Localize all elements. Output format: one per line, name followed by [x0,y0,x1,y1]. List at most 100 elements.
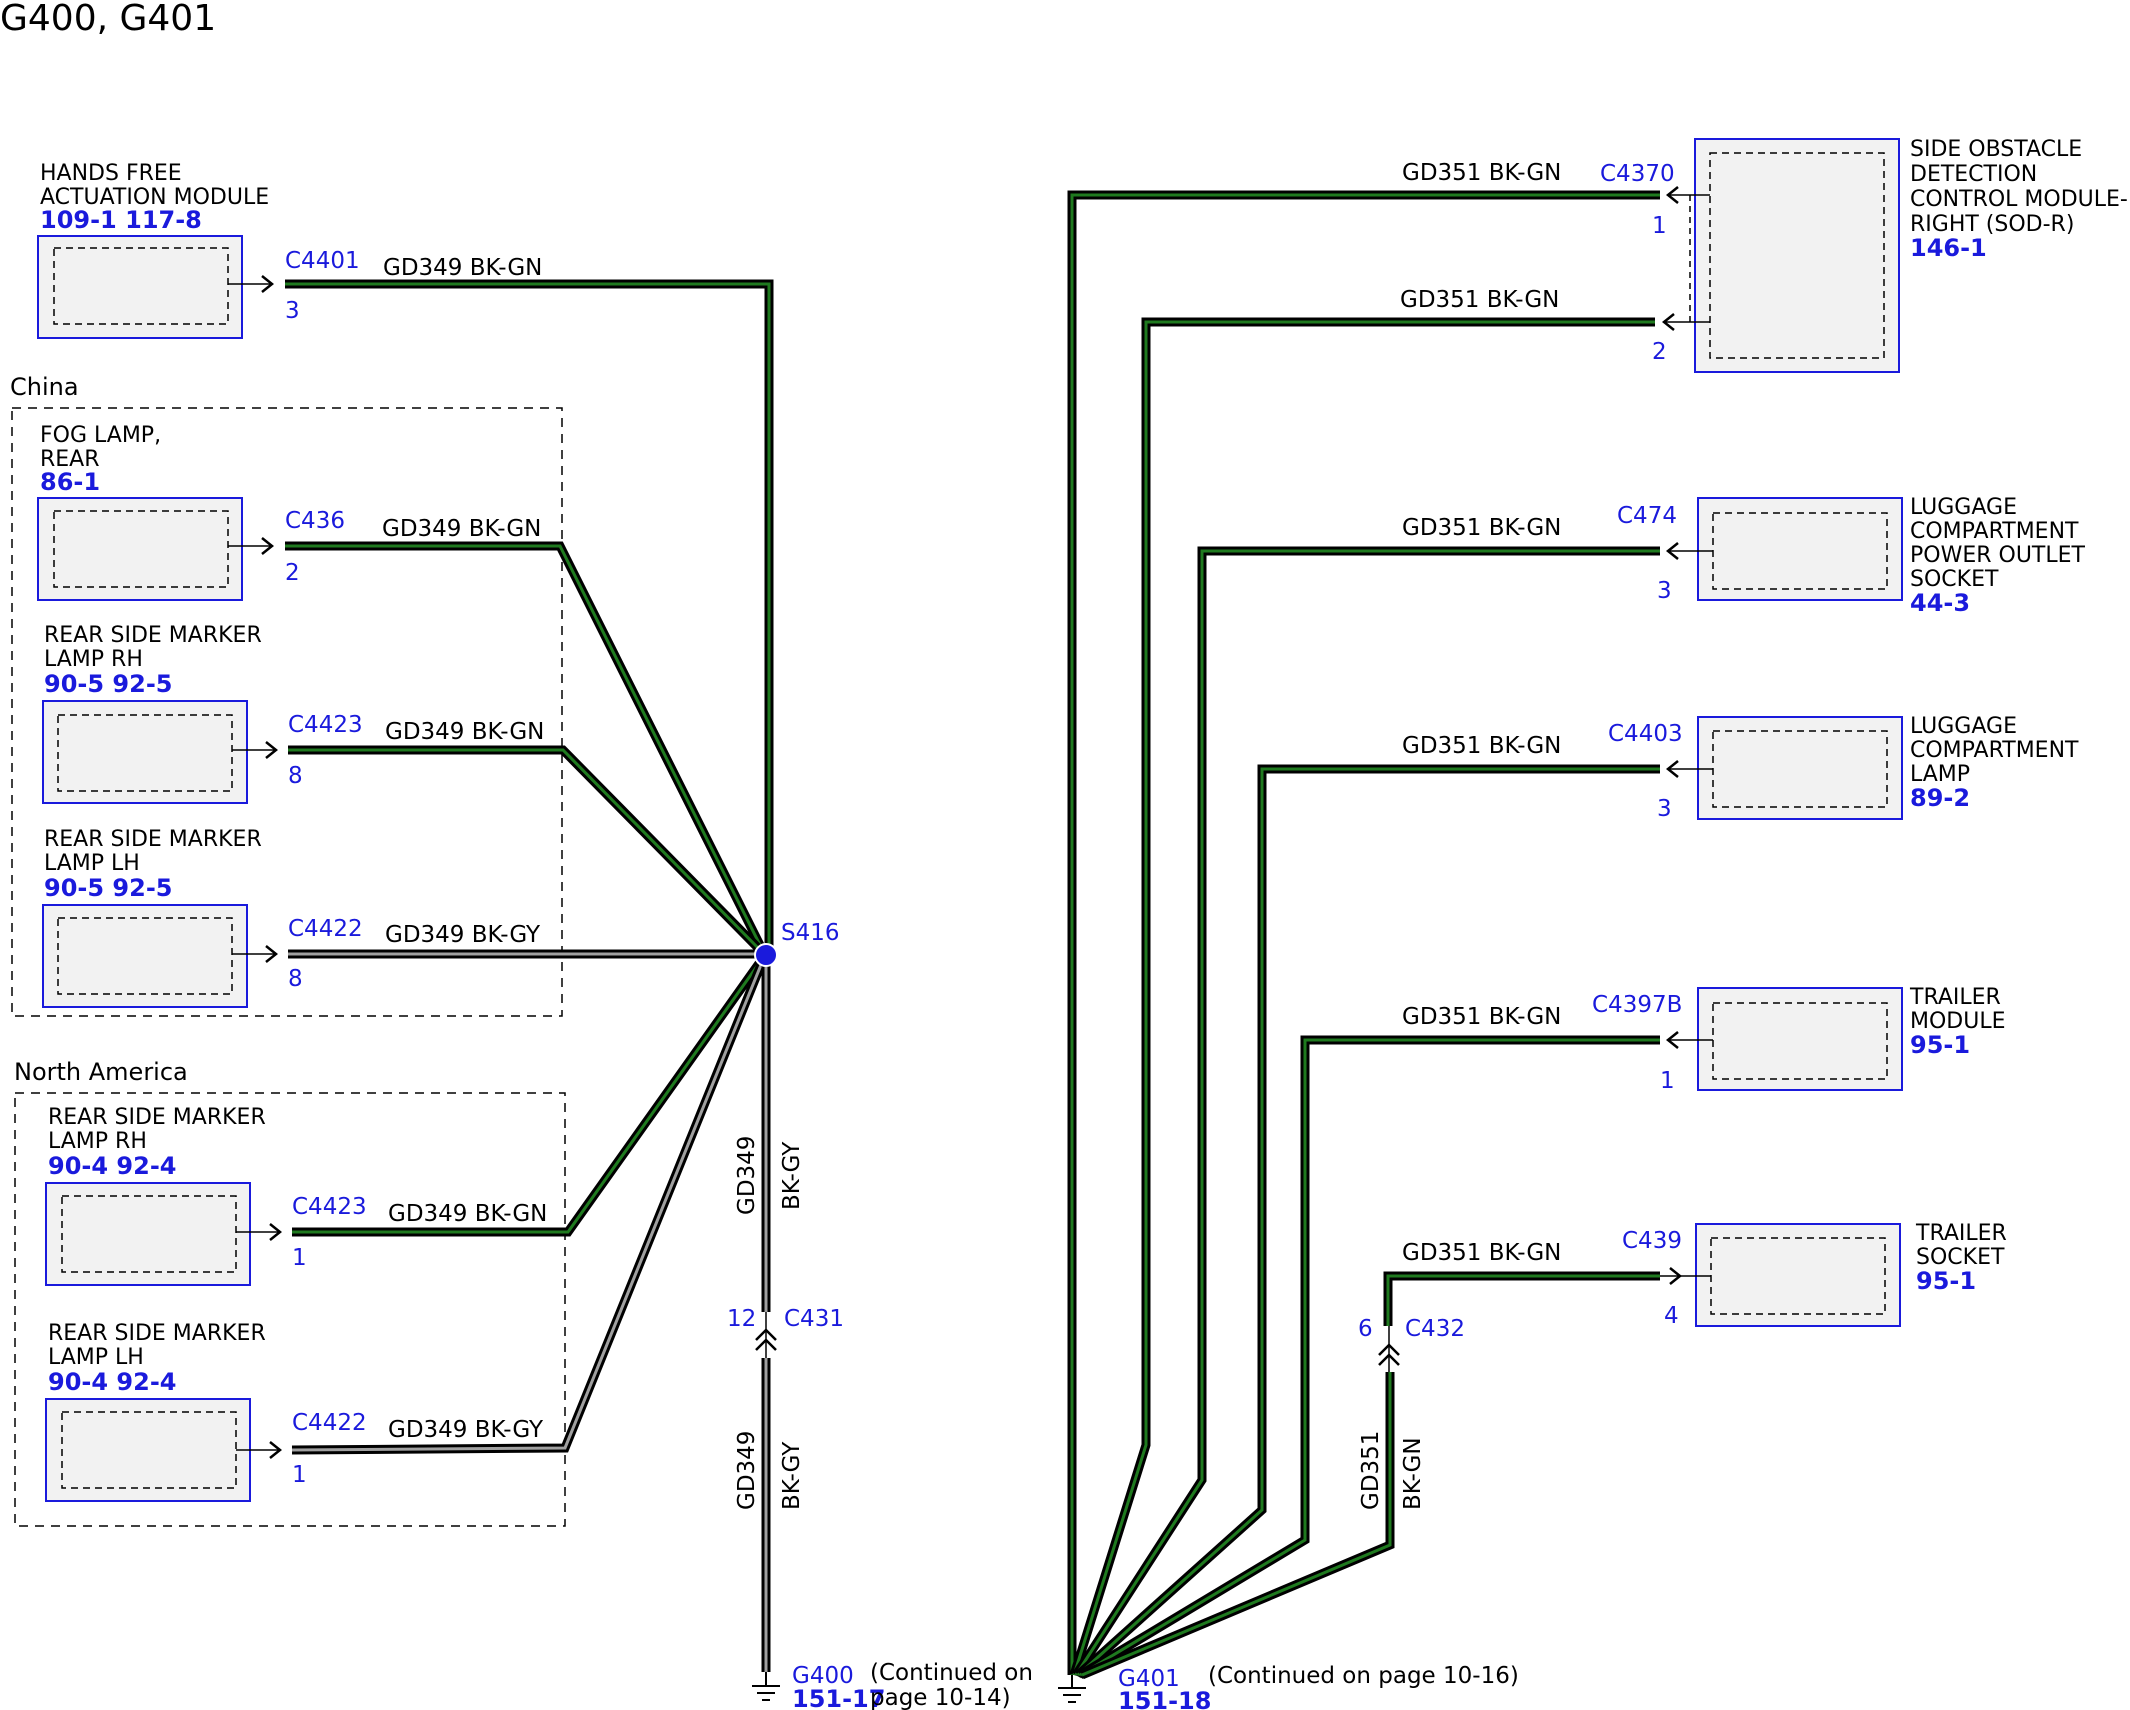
component-inner [53,247,229,325]
wire-code-upper: GD349 [734,1136,760,1215]
inline-connector-c431: 12 C431 GD349 BK-GY GD349 BK-GY [727,1136,844,1510]
terminal-arrow-icon [1661,313,1675,331]
connector-arrow-icon [755,1338,777,1351]
hands-free-actuation-module: HANDS FREE ACTUATION MODULE 109-1 117-8 … [37,161,542,339]
wire-code-lower: GD349 [734,1431,760,1510]
inline-connector-c432: 6 C432 GD351 BK-GN [1358,1316,1465,1510]
wire-color-lower: BK-GY [779,1441,805,1510]
component-inner [1712,1002,1888,1080]
wire-label: GD351 BK-GN [1402,1004,1561,1030]
pin-number: 3 [1657,796,1672,822]
pin-number: 8 [288,763,303,789]
page-ref: 109-1 117-8 [40,206,202,234]
pin-number: 1 [292,1462,307,1488]
ground-g400: G400 151-17 (Continued on page 10-14) [752,1660,1033,1710]
wire-label: GD349 BK-GN [385,719,544,745]
page-ref: 90-4 92-4 [48,1368,176,1396]
component-inner [1709,152,1885,359]
component-name: REAR SIDE MARKER [44,827,262,852]
component-box [45,1398,251,1502]
connector-label: C474 [1617,503,1677,529]
component-name: RIGHT (SOD-R) [1910,212,2074,237]
terminal-arrow-icon [1665,186,1679,204]
splice-s416: S416 [754,920,840,967]
pin-number: 1 [292,1245,307,1271]
component-box [42,700,248,804]
page-ref: 90-5 92-5 [44,670,172,698]
pin-number: 2 [1652,339,1667,365]
connector-label: C4370 [1600,161,1675,187]
terminal-arrow-icon [269,1441,283,1459]
wire-label: GD349 BK-GN [383,255,542,281]
wire-label: GD351 BK-GN [1402,733,1561,759]
wire-code: GD351 [1358,1431,1384,1510]
trailer-socket: C439 4 GD351 BK-GN TRAILER SOCKET 95-1 [1402,1221,2007,1329]
rear-side-marker-lamp-rh-china: REAR SIDE MARKER LAMP RH 90-5 92-5 C4423… [42,623,544,804]
page-ref: 146-1 [1910,234,1987,262]
connector-label: C4423 [292,1194,367,1220]
terminal-arrow-icon [1665,1031,1679,1049]
page-ref: 95-1 [1916,1267,1976,1295]
component-name: HANDS FREE [40,161,182,186]
terminal-arrow-icon [261,275,275,293]
pin-number: 1 [1652,213,1667,239]
component-box [1697,716,1903,820]
component-name: REAR SIDE MARKER [48,1321,266,1346]
luggage-compartment-power-outlet-socket: C474 3 GD351 BK-GN LUGGAGE COMPARTMENT P… [1402,495,2086,617]
component-name: TRAILER [1915,1221,2007,1246]
wire-label: GD349 BK-GN [382,516,541,542]
wire-color: BK-GN [1400,1437,1426,1510]
splice-label: S416 [781,920,840,946]
rear-side-marker-lamp-lh-north-america: REAR SIDE MARKER LAMP LH 90-4 92-4 C4422… [45,1321,544,1502]
component-inner [53,510,229,588]
pin-number: 4 [1664,1303,1679,1329]
region-north-america-label: North America [14,1058,188,1086]
ground-ref: 151-17 [792,1685,885,1710]
trailer-module: C4397B 1 GD351 BK-GN TRAILER MODULE 95-1 [1402,985,2006,1094]
fog-lamp-rear: FOG LAMP, REAR 86-1 C436 2 GD349 BK-GN [37,423,541,601]
terminal-arrow-icon [261,537,275,555]
component-name: POWER OUTLET [1910,543,2086,568]
component-name: COMPARTMENT [1910,519,2079,544]
terminal-arrow-icon [1669,1267,1683,1285]
ground-label: G401 [1118,1666,1180,1692]
component-name: ACTUATION MODULE [40,185,269,210]
component-name: SOCKET [1916,1245,2005,1270]
page-ref: 89-2 [1910,784,1970,812]
component-box [37,235,243,339]
component-name: REAR SIDE MARKER [44,623,262,648]
region-china-box [11,407,563,1017]
wires-gd351 [1067,190,1660,1680]
component-name: DETECTION [1910,162,2037,187]
pin-number: 3 [1657,578,1672,604]
ground-icon [752,1672,780,1701]
component-name: LAMP LH [44,851,140,876]
diagram-title: G400, G401 [0,0,216,39]
connector-label: C4401 [285,248,360,274]
terminal-arrow-icon [269,1223,283,1241]
pin-number: 3 [285,298,300,324]
component-box [1697,987,1903,1091]
connector-label: C439 [1622,1228,1682,1254]
connector-label: C4403 [1608,721,1683,747]
luggage-compartment-lamp: C4403 3 GD351 BK-GN LUGGAGE COMPARTMENT … [1402,714,2079,822]
component-name: SOCKET [1910,567,1999,592]
component-inner [57,714,233,792]
component-inner [57,917,233,995]
region-china-label: China [10,373,79,401]
wire-label: GD351 BK-GN [1400,287,1559,313]
connector-label: C4397B [1592,992,1682,1018]
connector-label: C431 [784,1306,844,1332]
component-name: REAR SIDE MARKER [48,1105,266,1130]
wire-label: GD351 BK-GN [1402,160,1561,186]
splice-dot-icon [754,943,778,967]
component-name: LUGGAGE [1910,495,2017,520]
connector-arrow-icon [755,1328,777,1341]
component-name: REAR [40,447,100,472]
terminal-arrow-icon [265,741,279,759]
component-inner [61,1195,237,1273]
region-north-america-box [14,1092,566,1527]
pin-number: 8 [288,966,303,992]
wire-label: GD349 BK-GN [388,1201,547,1227]
